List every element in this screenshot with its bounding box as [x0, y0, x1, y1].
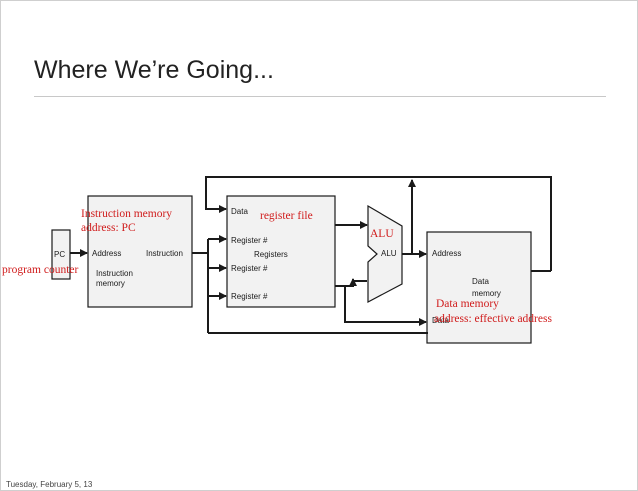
regs-name-label: Registers	[254, 250, 288, 259]
datapath-wires	[70, 176, 552, 334]
dmem-name-line1: Data	[472, 277, 489, 286]
dmem-data-out-label: Data	[432, 316, 449, 325]
instruction-memory-box	[87, 195, 193, 308]
slide-title: Where We’re Going...	[34, 56, 274, 84]
dmem-address-label: Address	[432, 249, 461, 258]
regs-register2-label: Register #	[231, 264, 268, 273]
wire-reg-to-alu-b	[335, 280, 367, 287]
title-divider	[34, 96, 606, 97]
annotation-program-counter: program counter	[2, 264, 78, 276]
wire-feedback-top	[205, 176, 552, 271]
alu-shape	[367, 204, 403, 303]
annotation-register-file: register file	[260, 210, 313, 222]
dmem-name-line2: memory	[472, 289, 501, 298]
annotation-alu: ALU	[370, 228, 394, 240]
slide-footer-date: Tuesday, February 5, 13	[6, 480, 93, 489]
regs-register1-label: Register #	[231, 236, 268, 245]
annotation-imem-line1: Instruction memory	[81, 208, 172, 220]
imem-name-line2: memory	[96, 279, 125, 288]
pc-label: PC	[54, 250, 65, 259]
annotation-dmem-line1: Data memory	[436, 298, 499, 310]
annotation-dmem-line2: address: effective address	[434, 313, 552, 325]
register-file-box	[226, 195, 336, 308]
data-memory-box	[426, 231, 532, 344]
pc-box	[51, 229, 71, 280]
imem-address-label: Address	[92, 249, 121, 258]
annotation-imem-line2: address: PC	[81, 222, 136, 234]
regs-register3-label: Register #	[231, 292, 268, 301]
regs-data-label: Data	[231, 207, 248, 216]
imem-instruction-label: Instruction	[146, 249, 183, 258]
imem-name-line1: Instruction	[96, 269, 133, 278]
wire-reg-to-dmem	[344, 286, 427, 326]
alu-label: ALU	[381, 249, 397, 258]
